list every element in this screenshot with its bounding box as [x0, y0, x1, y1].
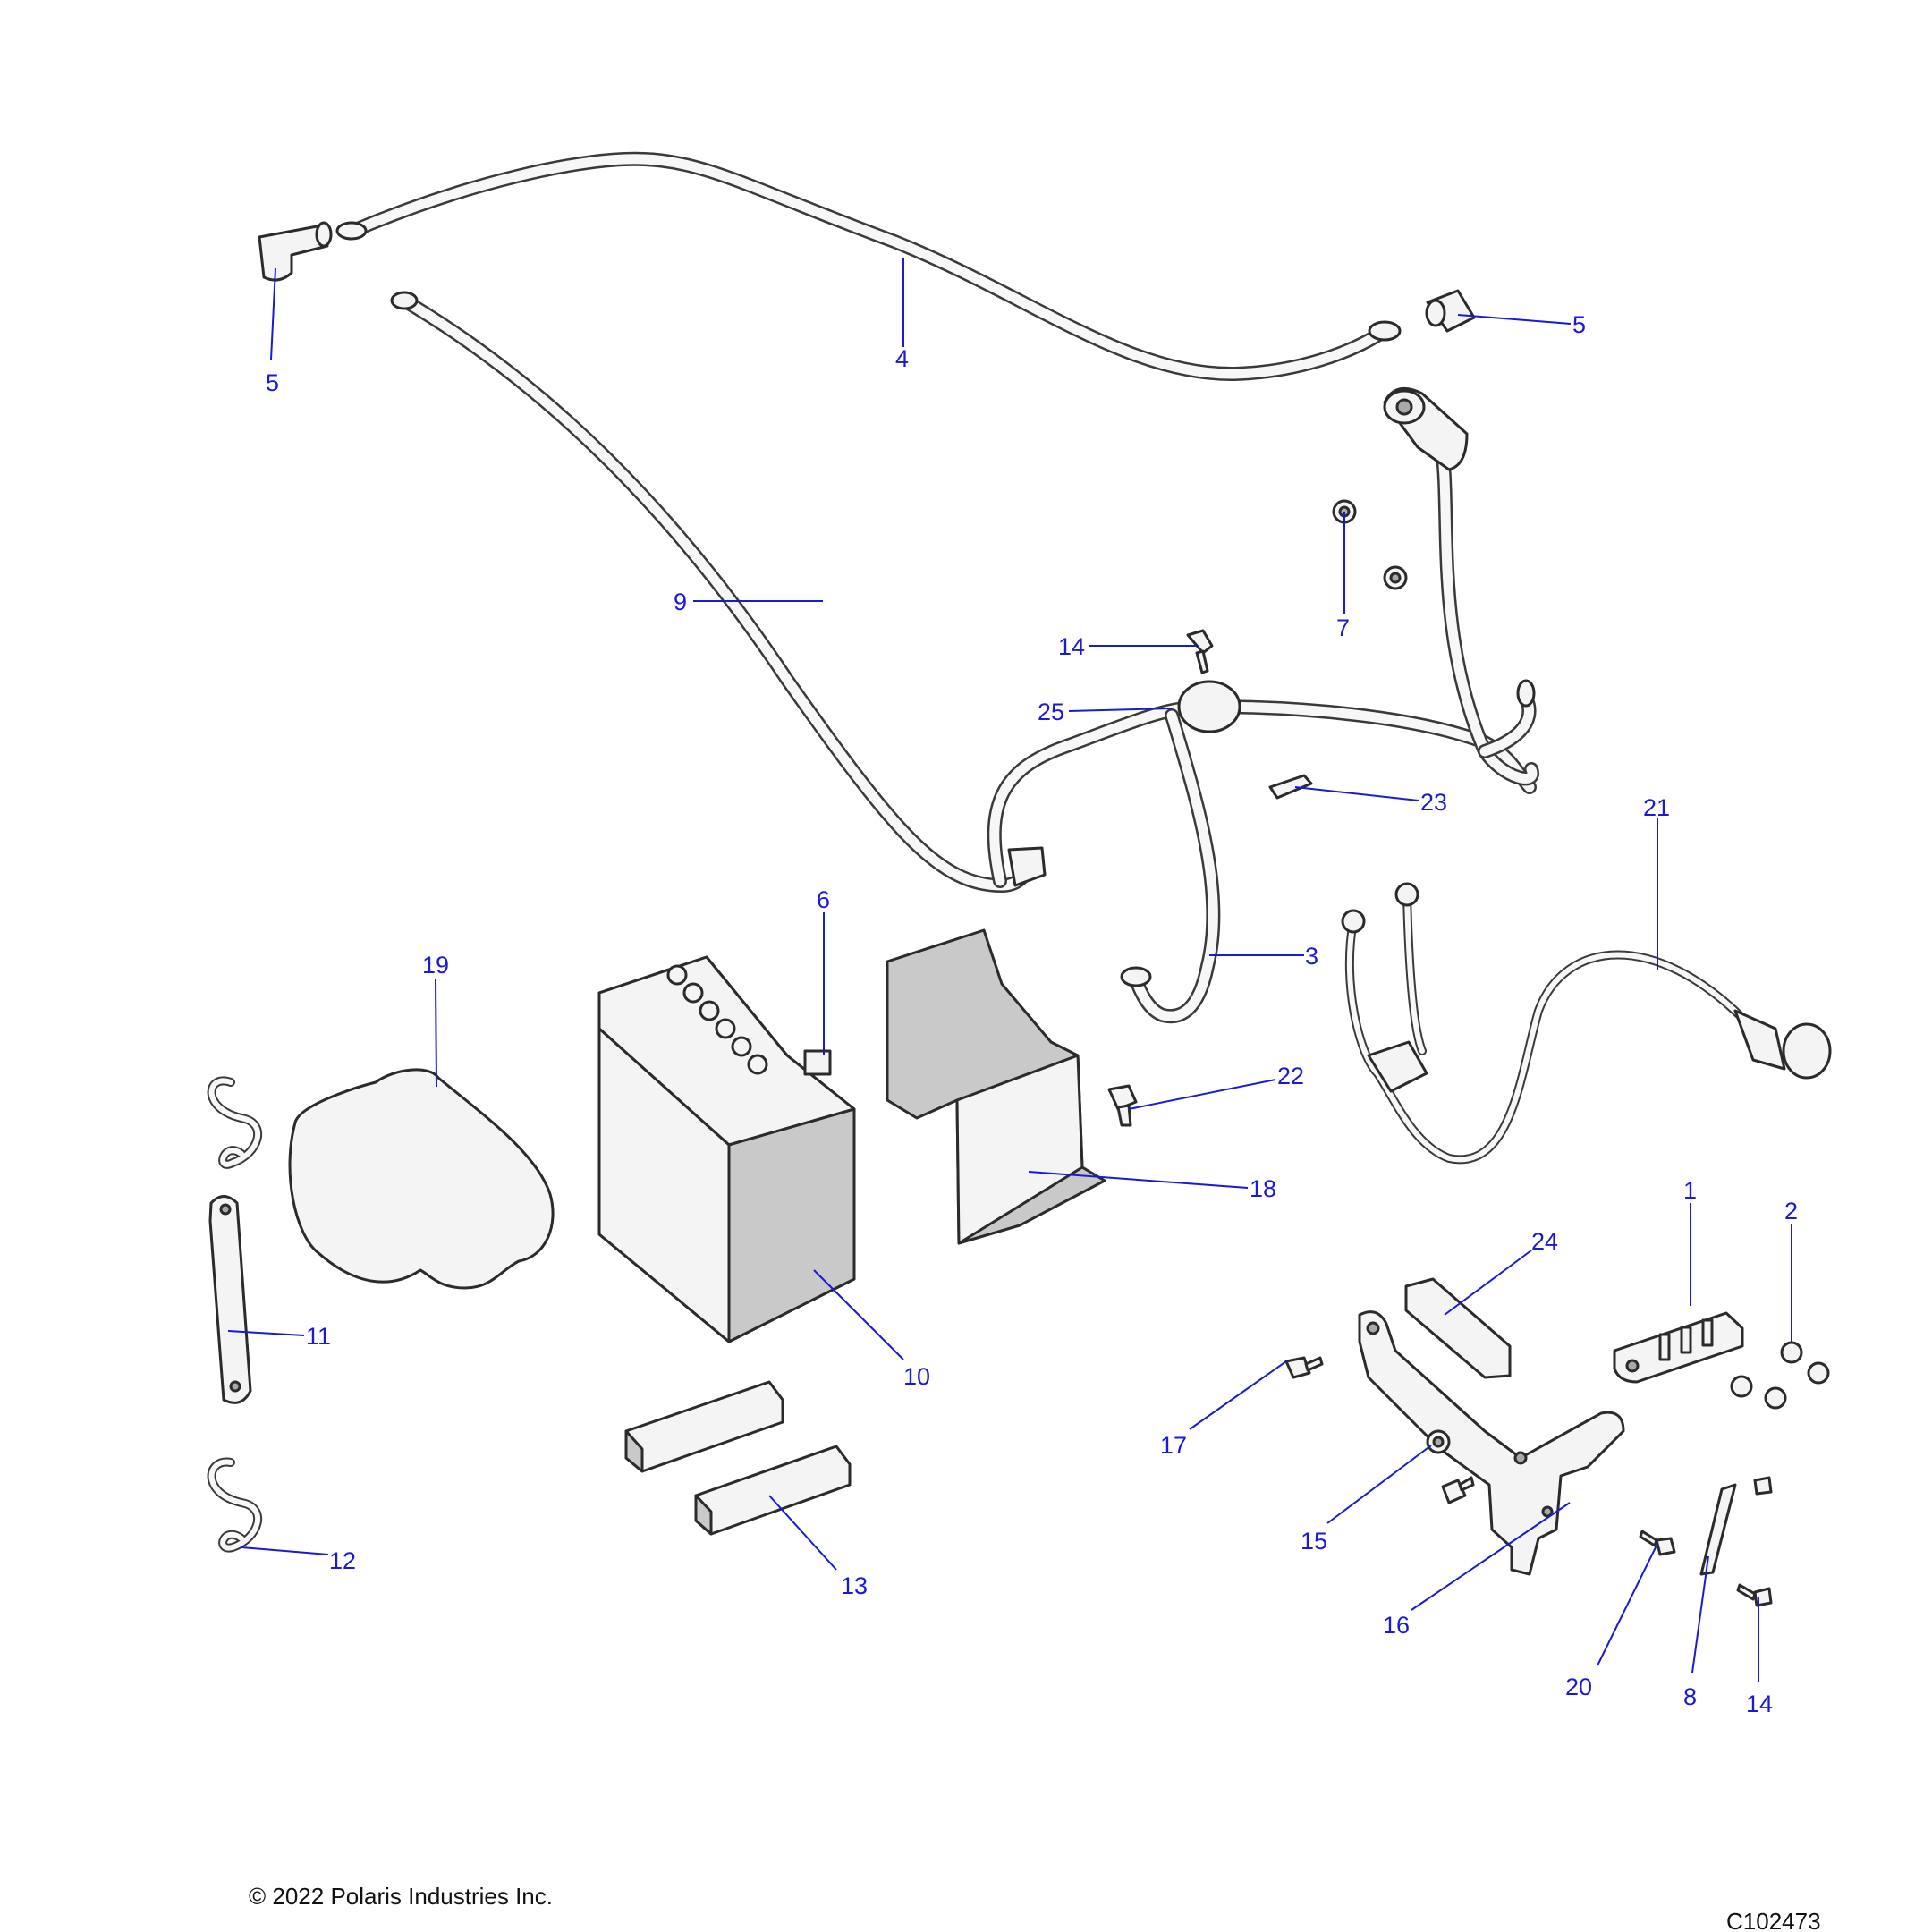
battery-cover-19	[288, 1068, 555, 1290]
leader-lines	[227, 258, 1792, 1682]
callout-10: 10	[903, 1363, 930, 1390]
copyright-text: © 2022 Polaris Industries Inc.	[249, 1883, 553, 1910]
callout-9: 9	[674, 589, 687, 615]
harness-3	[987, 386, 1539, 1024]
bracket-16	[1358, 1310, 1625, 1576]
cable-4	[335, 151, 1402, 382]
callout-11: 11	[306, 1323, 331, 1350]
callout-15: 15	[1301, 1528, 1327, 1555]
harness-21	[1341, 882, 1832, 1165]
callout-24: 24	[1531, 1228, 1558, 1255]
callout-5-right: 5	[1572, 311, 1586, 338]
callout-14-lower: 14	[1746, 1690, 1773, 1717]
callout-20: 20	[1565, 1674, 1592, 1700]
pad-24	[1404, 1277, 1512, 1379]
callout-4: 4	[895, 345, 909, 372]
callout-19: 19	[422, 952, 449, 979]
cable-9	[390, 291, 1046, 893]
callout-labels: 5 4 5 9 7 14 25 23 21 3 6 19 22 18 1 2 2…	[266, 311, 1798, 1717]
callout-7: 7	[1336, 614, 1350, 641]
callout-12: 12	[329, 1547, 356, 1574]
bolt-22	[1107, 1084, 1138, 1127]
callout-2: 2	[1784, 1198, 1798, 1224]
callout-22: 22	[1277, 1063, 1304, 1089]
bolt-14-upper	[1186, 629, 1214, 674]
callout-23: 23	[1420, 789, 1447, 816]
hook-12-lower	[207, 1457, 263, 1553]
bolt-14-lower	[1736, 1476, 1773, 1607]
figure-id: C102473	[1726, 1908, 1821, 1932]
hook-12-upper	[207, 1076, 263, 1169]
bolt-17	[1284, 1356, 1324, 1379]
callout-14-upper: 14	[1058, 633, 1085, 660]
callout-21: 21	[1643, 794, 1670, 821]
battery-10	[597, 955, 856, 1343]
pad-13-a	[624, 1380, 784, 1473]
screw-15	[1441, 1476, 1475, 1504]
shield-18	[886, 928, 1106, 1245]
callout-5-left: 5	[266, 369, 279, 396]
pad-13-b	[694, 1445, 852, 1536]
nut-15	[1426, 1429, 1451, 1454]
callout-13: 13	[841, 1572, 868, 1599]
callout-18: 18	[1250, 1175, 1276, 1202]
terminal-boot-right	[1425, 289, 1476, 333]
callout-1: 1	[1683, 1177, 1697, 1204]
nut-7-b	[1383, 565, 1408, 590]
bolt-20	[1639, 1530, 1676, 1556]
callout-8: 8	[1683, 1683, 1697, 1710]
clip-23	[1268, 774, 1313, 800]
strap-11	[208, 1195, 252, 1404]
callout-16: 16	[1383, 1612, 1410, 1639]
callout-3: 3	[1305, 943, 1318, 970]
bracket-8	[1699, 1483, 1737, 1576]
terminal-block-1	[1613, 1311, 1744, 1384]
terminal-boot-left	[258, 221, 333, 282]
callout-6: 6	[817, 886, 830, 913]
callout-17: 17	[1160, 1432, 1187, 1459]
nut-2-group	[1730, 1341, 1830, 1410]
callout-25: 25	[1038, 699, 1064, 725]
